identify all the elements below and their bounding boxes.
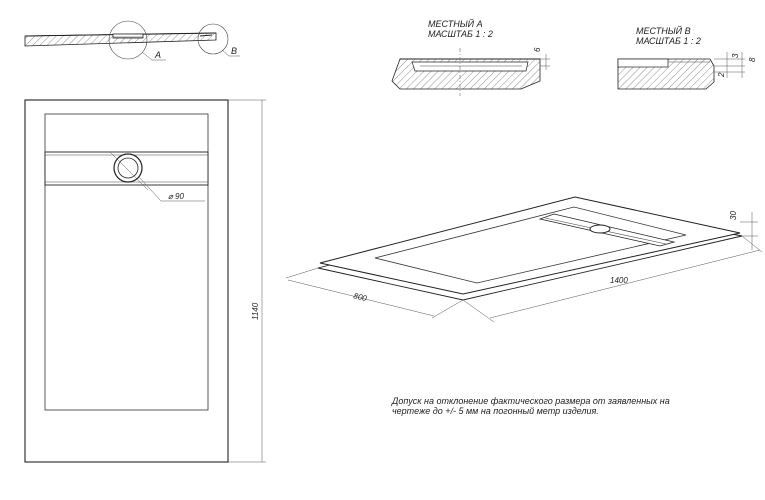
detail-a-callout-circle [108,20,148,60]
drain-diameter-label: ⌀ 90 [168,192,184,201]
callout-a-label: A [154,50,161,60]
detail-b-dim-8: 8 [748,57,757,62]
tolerance-note-line-1: Допуск на отклонение фактического размер… [391,396,670,406]
detail-b-callout-circle [197,23,229,55]
iso-width-dim: 800 [353,291,369,303]
iso-length-dim: 1400 [610,276,628,285]
detail-a-depth-dim: 6 [533,47,542,52]
isometric-view: 30 800 1400 [285,196,763,323]
detail-a-title: МЕСТНЫЙ А [428,18,483,29]
tolerance-note-line-2: чертеже до +/- 5 мм на погонный метр изд… [392,406,599,416]
iso-basin-rim [374,206,687,284]
detail-b-step [617,58,669,68]
tray-inner-outline [44,113,209,411]
tolerance-note: Допуск на отклонение фактического размер… [391,396,670,416]
detail-b-scale: МАСШТАБ 1 : 2 [636,36,701,46]
detail-b-dim-2: 2 [717,72,726,78]
plan-length-dim: 1140 [251,302,260,320]
iso-top-surface [319,196,741,295]
detail-b-dim-3: 3 [731,53,740,58]
iso-drain-hole [589,224,611,234]
detail-b-view: МЕСТНЫЙ В МАСШТАБ 1 : 2 8 3 2 [617,25,757,90]
detail-b-title: МЕСТНЫЙ В [636,25,691,36]
detail-a-view: МЕСТНЫЙ А МАСШТАБ 1 : 2 6 [391,18,550,96]
cross-section-view: A B [24,20,240,61]
section-drain-channel [112,33,144,39]
iso-height-dim: 30 [729,211,738,220]
plan-view: ⌀ 90 1140 [24,99,266,463]
drain-inner-ring [117,157,139,179]
callout-b-label: B [231,46,237,56]
detail-a-channel [411,61,529,72]
detail-a-scale: МАСШТАБ 1 : 2 [428,29,493,39]
